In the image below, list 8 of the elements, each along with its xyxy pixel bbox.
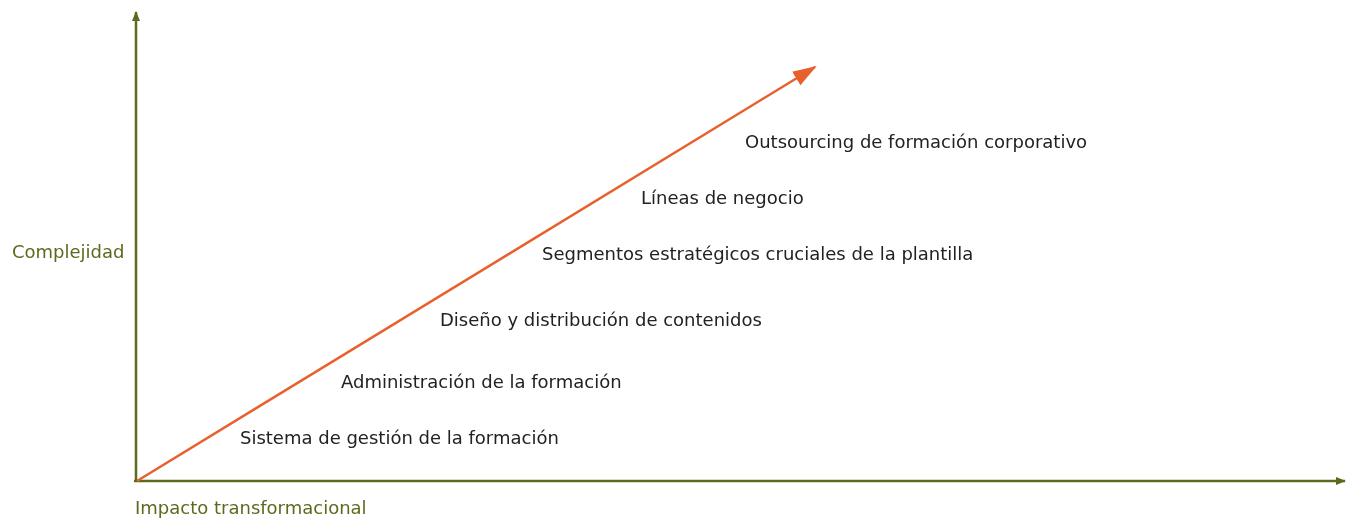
step-label: Sistema de gestión de la formación — [240, 427, 559, 449]
axis-label: Complejidad — [12, 241, 125, 263]
axis-label: Impacto transformacional — [135, 497, 367, 519]
step-label: Outsourcing de formación corporativo — [745, 131, 1088, 153]
step-label: Líneas de negocio — [641, 187, 804, 209]
step-label: Segmentos estratégicos cruciales de la plantilla — [542, 243, 974, 265]
step-label: Administración de la formación — [341, 371, 622, 393]
step-label: Diseño y distribución de contenidos — [440, 309, 762, 331]
